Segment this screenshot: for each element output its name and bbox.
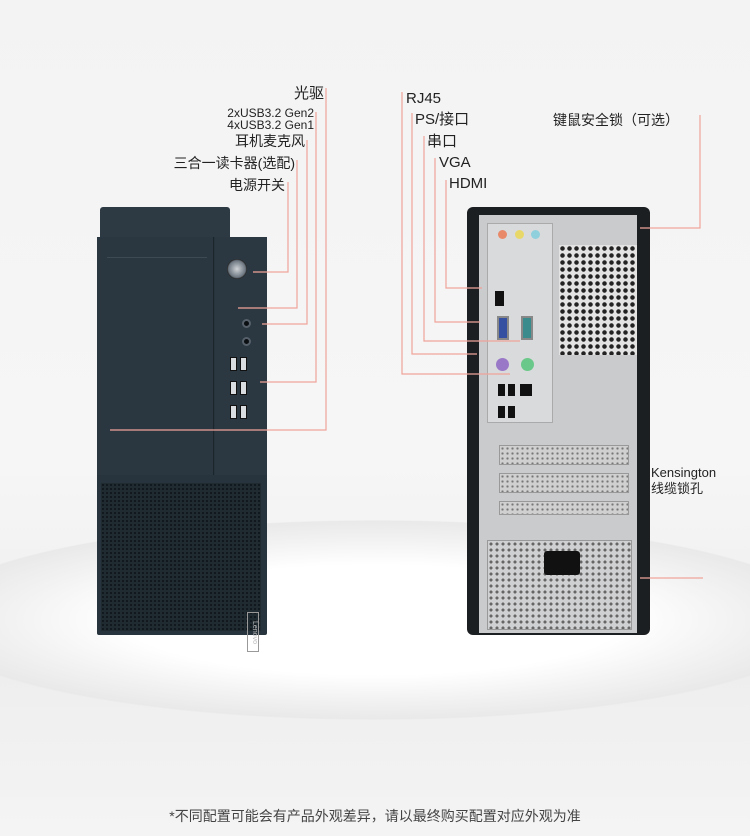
usb-port [498, 406, 505, 418]
usb-port [230, 357, 237, 371]
label-optical-drive: 光驱 [293, 85, 324, 102]
footnote: *不同配置可能会有产品外观差异，请以最终购买配置对应外观为准 [169, 808, 581, 824]
label-kensington: Kensington [651, 465, 717, 480]
label-card-reader: 三合一读卡器(选配) [173, 155, 295, 171]
leader-line-power [253, 182, 289, 273]
leader-line-vga [434, 158, 480, 323]
rear-tower-image [467, 207, 650, 635]
rj45-port [520, 384, 532, 396]
label-vga: VGA [439, 154, 471, 171]
label-kensington-cn: 线缆锁孔 [651, 481, 704, 496]
leader-line-hdmi [445, 180, 482, 289]
usb-port [230, 381, 237, 395]
leader-line-ps2 [411, 113, 477, 355]
power-socket [544, 551, 580, 575]
vga-port [497, 316, 509, 340]
label-audio: 耳机麦克风 [235, 133, 305, 149]
leader-line-odd [110, 88, 327, 431]
expansion-slot [499, 501, 629, 515]
usb-port [498, 384, 505, 396]
optical-drive-tray [107, 257, 207, 457]
ps2-mouse-port [521, 358, 534, 371]
leader-line-lock [640, 115, 701, 229]
expansion-slot [499, 445, 629, 465]
usb-port [240, 357, 247, 371]
rear-panel [479, 215, 637, 633]
fan-vent [559, 245, 637, 355]
optical-drive-bay [97, 237, 214, 475]
serial-port [521, 316, 533, 340]
label-hdmi: HDMI [449, 175, 488, 192]
hdmi-port [495, 291, 504, 306]
lenovo-logo: Lenovo [247, 612, 259, 652]
usb-port [508, 384, 515, 396]
leader-line-usb [260, 112, 317, 383]
mic-jack [242, 337, 251, 346]
tower-top-cap [100, 207, 230, 239]
leader-line-audio [262, 140, 308, 325]
usb-port [230, 405, 237, 419]
front-tower-image: Lenovo [97, 207, 270, 652]
label-ps2: PS/接口 [415, 111, 470, 128]
label-usb-gen2: 2xUSB3.2 Gen2 [227, 106, 314, 120]
power-supply [487, 540, 632, 630]
expansion-slot [499, 473, 629, 493]
audio-port [515, 230, 524, 239]
usb-port [508, 406, 515, 418]
headphone-jack [242, 319, 251, 328]
audio-port [531, 230, 540, 239]
leader-line-card-reader [238, 160, 298, 309]
tower-front-panel: Lenovo [97, 237, 267, 652]
label-usb-gen1: 4xUSB3.2 Gen1 [227, 118, 314, 132]
ps2-keyboard-port [496, 358, 509, 371]
audio-port [498, 230, 507, 239]
label-rj45: RJ45 [406, 90, 442, 107]
label-serial: 串口 [427, 133, 458, 150]
leader-line-rj45 [401, 92, 510, 375]
front-mesh-grille [101, 483, 261, 631]
label-power-switch: 电源开关 [229, 177, 285, 193]
rear-io-shield [487, 223, 553, 423]
usb-port [240, 405, 247, 419]
usb-port [240, 381, 247, 395]
label-security-lock: 键鼠安全锁（可选） [553, 112, 679, 128]
power-button [227, 259, 247, 279]
leader-line-serial [423, 136, 520, 342]
